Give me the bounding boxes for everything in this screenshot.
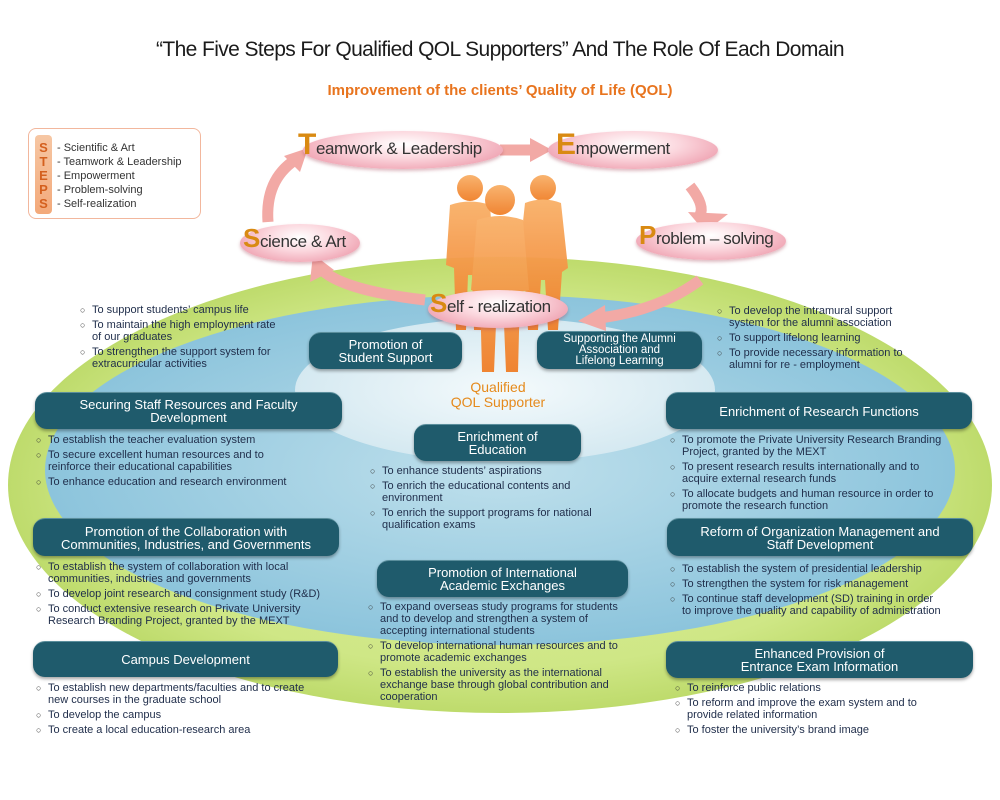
list-item: To support lifelong learning (717, 332, 903, 344)
alumni-list: To develop the intramural supportsystem … (717, 305, 903, 374)
research-list: To promote the Private University Resear… (670, 434, 941, 515)
list-item: To reform and improve the exam system an… (675, 697, 917, 721)
legend-acronym-bar: S T E P S (35, 135, 52, 214)
step-problem-ellipse (636, 222, 786, 260)
steps-legend: S T E P S - Scientific & Art - Teamwork … (28, 128, 201, 219)
arrowhead (284, 148, 308, 172)
legend-item: - Teamwork & Leadership (57, 156, 182, 168)
entrance-list: To reinforce public relations To reform … (675, 682, 917, 739)
arrowhead (578, 305, 606, 331)
legend-letter: S (39, 140, 48, 155)
diagram-subtitle: Improvement of the clients’ Quality of L… (327, 82, 673, 99)
list-item: To enrich the educational contents anden… (370, 480, 592, 504)
list-item: To allocate budgets and human resource i… (670, 488, 941, 512)
list-item: To enrich the support programs for natio… (370, 507, 592, 531)
list-item: To provide necessary information toalumn… (717, 347, 903, 371)
list-item: To strengthen the support system forextr… (80, 346, 275, 370)
legend-letter: S (39, 196, 48, 211)
diagram-title: “The Five Steps For Qualified QOL Suppor… (155, 38, 845, 61)
list-item: To continue staff development (SD) train… (670, 593, 941, 617)
list-item: To enhance education and research enviro… (36, 476, 287, 488)
legend-item: - Empowerment (57, 170, 135, 182)
list-item: To establish the system of collaboration… (36, 561, 320, 585)
step-science-label: Science & Art (243, 223, 346, 253)
list-item: To develop joint research and consignmen… (36, 588, 320, 600)
list-item: To establish new departments/faculties a… (36, 682, 304, 706)
qualified-qol-supporter-label: Qualified QOL Supporter (450, 379, 546, 410)
list-item: To conduct extensive research on Private… (36, 603, 320, 627)
step-problem-label: Problem – solving (639, 220, 774, 250)
list-item: To expand overseas study programs for st… (368, 601, 618, 637)
list-item: To present research results internationa… (670, 461, 941, 485)
arrow-problem-to-self (599, 275, 704, 324)
list-item: To enhance students’ aspirations (370, 465, 592, 477)
step-science-ellipse (240, 224, 360, 262)
list-item: To develop the campus (36, 709, 304, 721)
international-list: To expand overseas study programs for st… (368, 601, 618, 706)
student-support-list: To support students’ campus life To main… (80, 304, 275, 373)
list-item: To develop the intramural supportsystem … (717, 305, 903, 329)
step-self-ellipse (428, 290, 568, 328)
legend-letter: E (39, 168, 48, 183)
domain-research-box: Enrichment of Research Functions (666, 392, 972, 429)
education-list: To enhance students’ aspirations To enri… (370, 465, 592, 534)
step-teamwork-label: Teamwork & Leadership (298, 128, 482, 161)
legend-item: - Scientific & Art (57, 142, 135, 154)
legend-item: - Self-realization (57, 198, 137, 210)
list-item: To reinforce public relations (675, 682, 917, 694)
list-item: To develop international human resources… (368, 640, 618, 664)
staff-resources-list: To establish the teacher evaluation syst… (36, 434, 287, 491)
step-empowerment-label: Empowerment (556, 128, 670, 161)
collaboration-list: To establish the system of collaboration… (36, 561, 320, 630)
list-item: To establish the system of presidential … (670, 563, 941, 575)
domain-campus-box: Campus Development (33, 641, 338, 677)
arrow-empowerment-to-problem (685, 182, 707, 218)
list-item: To establish the teacher evaluation syst… (36, 434, 287, 446)
list-item: To secure excellent human resources and … (36, 449, 287, 473)
step-self-label: Self - realization (430, 288, 551, 318)
list-item: To support students’ campus life (80, 304, 275, 316)
list-item: To promote the Private University Resear… (670, 434, 941, 458)
step-teamwork-ellipse (303, 131, 503, 169)
organization-list: To establish the system of presidential … (670, 563, 941, 620)
legend-item: - Problem-solving (57, 184, 143, 196)
list-item: To establish the university as the inter… (368, 667, 618, 703)
list-item: To strengthen the system for risk manage… (670, 578, 941, 590)
legend-letter: P (39, 182, 48, 197)
list-item: To create a local education-research are… (36, 724, 304, 736)
arrow-science-to-teamwork (262, 155, 299, 223)
step-empowerment-ellipse (548, 131, 718, 169)
list-item: To foster the university’s brand image (675, 724, 917, 736)
legend-letter: T (39, 154, 48, 169)
campus-list: To establish new departments/faculties a… (36, 682, 304, 739)
arrowhead (530, 138, 552, 162)
